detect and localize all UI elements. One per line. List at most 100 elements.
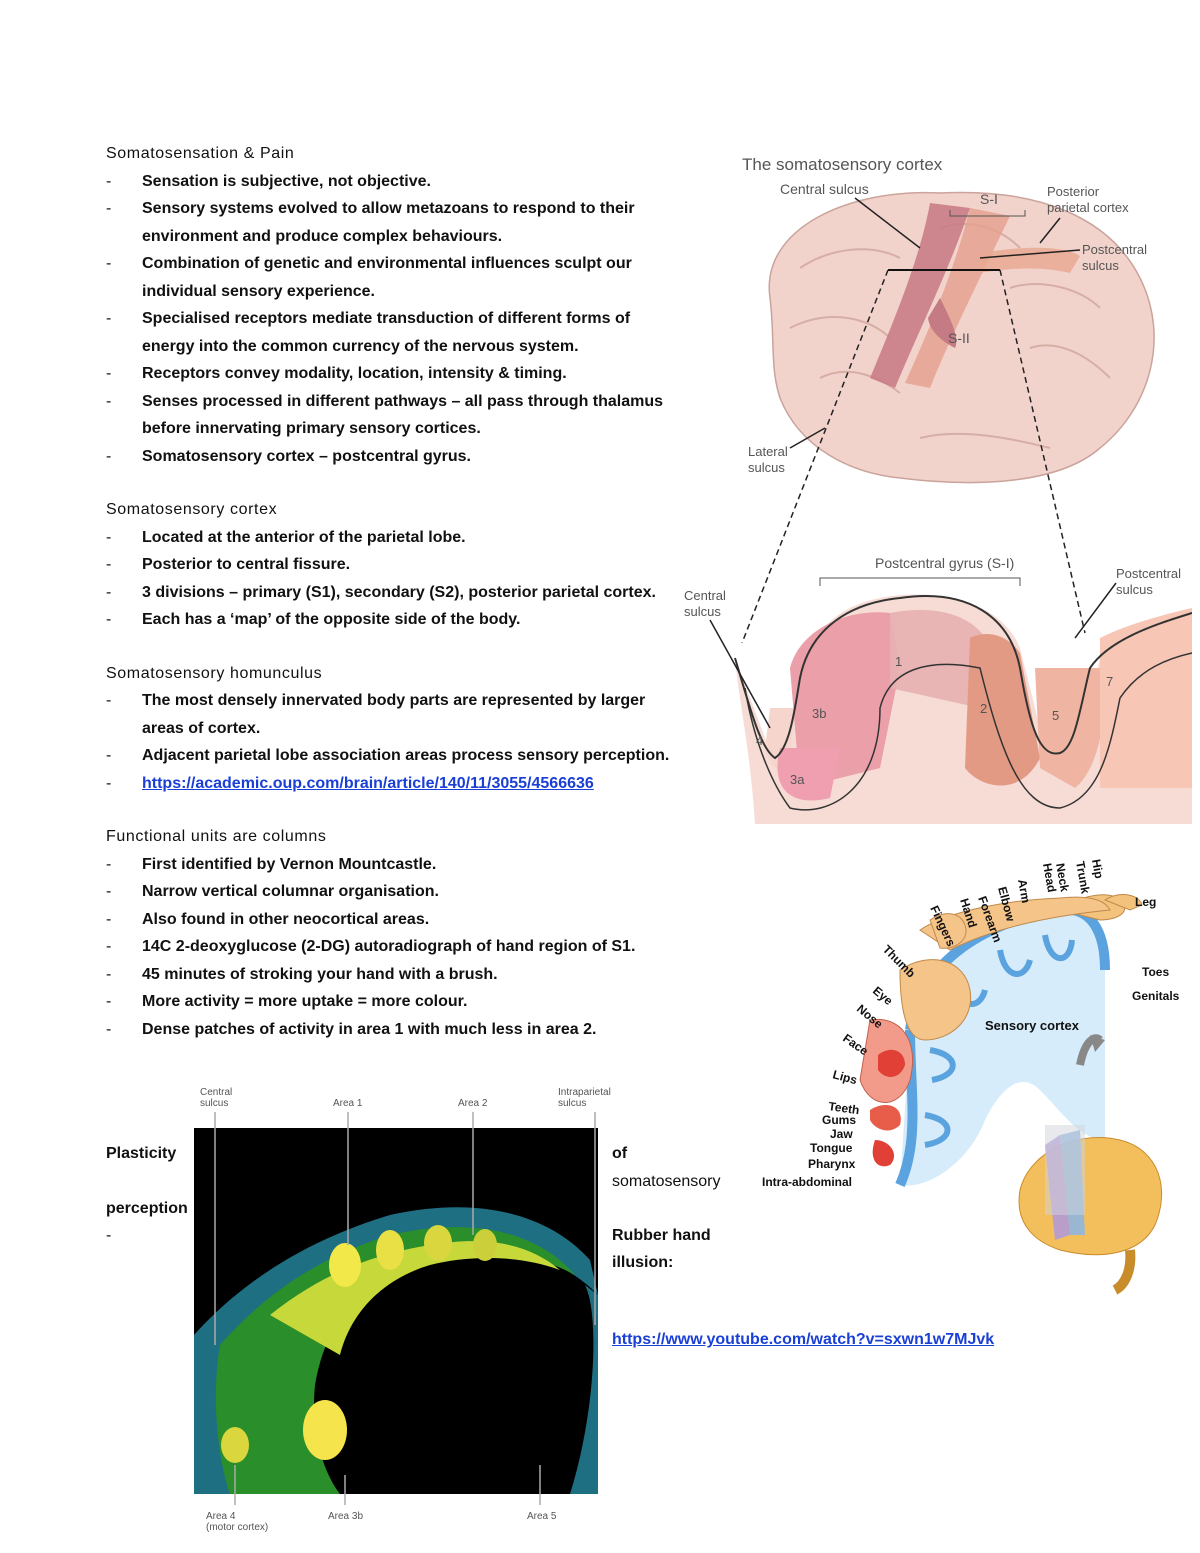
label-central-lower: Central <box>684 588 726 603</box>
article-link[interactable]: https://academic.oup.com/brain/article/1… <box>142 774 594 792</box>
label-parietal-cortex: parietal cortex <box>1047 200 1129 215</box>
bullet-item: Also found in other neocortical areas. <box>106 906 686 934</box>
bullet-item: 3 divisions – primary (S1), secondary (S… <box>106 579 686 607</box>
bullet-item: 14C 2-deoxyglucose (2-DG) autoradiograph… <box>106 933 686 961</box>
of-word: of <box>612 1145 628 1162</box>
label-lateral: Lateral <box>748 444 788 459</box>
section-heading: Somatosensation & Pain <box>106 145 295 162</box>
label-area4-ar: Area 4 <box>206 1511 236 1522</box>
bullet-item: Sensory systems evolved to allow metazoa… <box>106 195 686 250</box>
bullet-item: Posterior to central fissure. <box>106 551 686 579</box>
label-postcentral: Postcentral <box>1082 242 1147 257</box>
label-central-lower-sulcus: sulcus <box>684 604 721 619</box>
bullet-dash: - <box>106 1227 112 1244</box>
label-area2-ar: Area 2 <box>458 1098 488 1109</box>
bullet-item: Each has a ‘map’ of the opposite side of… <box>106 606 686 634</box>
homunculus-label: Thumb <box>880 942 918 980</box>
label-area5-ar: Area 5 <box>527 1511 557 1522</box>
section-heading: Somatosensory cortex <box>106 501 278 518</box>
section-heading: Somatosensory homunculus <box>106 664 323 682</box>
perception-word: perception <box>106 1200 188 1217</box>
bullet-list: Located at the anterior of the parietal … <box>106 524 686 634</box>
label-area-4: 4 <box>756 733 763 748</box>
homunculus-label: Head <box>1040 862 1059 893</box>
bullet-item: Sensation is subjective, not objective. <box>106 168 686 196</box>
homunculus-label: Gums <box>822 1113 856 1127</box>
homunculus-label: Jaw <box>830 1127 853 1141</box>
homunculus-diagram: Sensory cortex HipTrunkNeckHeadArmElbowF… <box>762 858 1180 1295</box>
section-somatosensation: Somatosensation & Pain Sensation is subj… <box>106 140 686 470</box>
bullet-item: Dense patches of activity in area 1 with… <box>106 1016 686 1044</box>
figure-title: The somatosensory cortex <box>742 155 943 174</box>
cortex-diagram: The somatosensory cortex Central sulcus … <box>684 155 1192 824</box>
bullet-item: Senses processed in different pathways –… <box>106 388 686 443</box>
label-s1: S-I <box>980 191 998 207</box>
label-s2: S-II <box>948 330 970 346</box>
section-somatosensory-cortex: Somatosensory cortex Located at the ante… <box>106 496 686 634</box>
figure-somatosensory-cortex: The somatosensory cortex Central sulcus … <box>680 148 1192 824</box>
label-posterior: Posterior <box>1047 184 1100 199</box>
label-area-5: 5 <box>1052 708 1059 723</box>
bullet-item: The most densely innervated body parts a… <box>106 687 686 742</box>
bullet-item-link: https://academic.oup.com/brain/article/1… <box>106 770 686 798</box>
label-postcentral-lower: Postcentral <box>1116 566 1181 581</box>
bullet-item: More activity = more uptake = more colou… <box>106 988 686 1016</box>
homunculus-label: Hip <box>1089 858 1106 879</box>
bullet-item: Adjacent parietal lobe association areas… <box>106 742 686 770</box>
homunculus-label: Genitals <box>1132 989 1180 1003</box>
bullet-item: Specialised receptors mediate transducti… <box>106 305 686 360</box>
homunculus-label: Arm <box>1015 878 1033 904</box>
homunculus-label: Pharynx <box>808 1157 856 1171</box>
label-intraparietal: Intraparietal <box>558 1087 611 1098</box>
homunculus-label: Intra-abdominal <box>762 1175 852 1189</box>
youtube-link-wrap: https://www.youtube.com/watch?v=sxwn1w7M… <box>612 1326 994 1353</box>
label-postcentral-lower-sulcus: sulcus <box>1116 582 1153 597</box>
homunculus-label: Teeth <box>828 1099 861 1117</box>
bullet-item: First identified by Vernon Mountcastle. <box>106 851 686 879</box>
youtube-link[interactable]: https://www.youtube.com/watch?v=sxwn1w7M… <box>612 1331 995 1348</box>
homunculus-label: Trunk <box>1073 860 1093 895</box>
label-area1-ar: Area 1 <box>333 1098 363 1109</box>
homunculus-label: Eye <box>870 984 896 1009</box>
label-area-1: 1 <box>895 654 902 669</box>
label-central: Central <box>200 1087 232 1098</box>
label-area-2: 2 <box>980 701 987 716</box>
bullet-item: Combination of genetic and environmental… <box>106 250 686 305</box>
section-columns: Functional units are columns First ident… <box>106 823 686 1043</box>
autoradiograph-image: Central sulcus Area 1 Area 2 Intrapariet… <box>190 1085 612 1535</box>
section-homunculus: Somatosensory homunculus The most densel… <box>106 660 686 798</box>
label-postcentral-gyrus: Postcentral gyrus (S-I) <box>875 555 1014 571</box>
label-sensory-cortex: Sensory cortex <box>985 1018 1080 1033</box>
bullet-item: Narrow vertical columnar organisation. <box>106 878 686 906</box>
label-area-3a: 3a <box>790 772 805 787</box>
homunculus-label: Toes <box>1142 965 1169 979</box>
label-lateral-sulcus: sulcus <box>748 460 785 475</box>
rubber-hand-text: Rubber hand <box>612 1227 711 1244</box>
section-heading: Functional units are columns <box>106 828 327 845</box>
label-central-sulcus: Central sulcus <box>780 181 869 197</box>
bullet-item: Receptors convey modality, location, int… <box>106 360 686 388</box>
label-motor-cortex: (motor cortex) <box>206 1522 268 1533</box>
homunculus-label: Leg <box>1135 895 1156 909</box>
label-intraparietal-sulcus: sulcus <box>558 1098 586 1109</box>
bullet-item: Somatosensory cortex – postcentral gyrus… <box>106 443 686 471</box>
label-area3b-ar: Area 3b <box>328 1511 363 1522</box>
homunculus-label: Tongue <box>810 1141 853 1155</box>
plasticity-word: Plasticity <box>106 1145 177 1162</box>
homunculus-label: Lips <box>831 1067 859 1087</box>
label-postcentral-sulcus: sulcus <box>1082 258 1119 273</box>
figure-autoradiograph: Central sulcus Area 1 Area 2 Intrapariet… <box>190 1085 612 1535</box>
bullet-item: Located at the anterior of the parietal … <box>106 524 686 552</box>
somatosensory-word: somatosensory <box>612 1173 721 1190</box>
bullet-list: The most densely innervated body parts a… <box>106 687 686 797</box>
label-central-sulcus-ar: sulcus <box>200 1098 228 1109</box>
notes-column: Somatosensation & Pain Sensation is subj… <box>106 140 686 1069</box>
homunculus-label: Neck <box>1053 862 1072 893</box>
label-area-3b: 3b <box>812 706 826 721</box>
illusion-text: illusion: <box>612 1254 674 1271</box>
bullet-item: 45 minutes of stroking your hand with a … <box>106 961 686 989</box>
bullet-list: Sensation is subjective, not objective. … <box>106 168 686 471</box>
bullet-list: First identified by Vernon Mountcastle. … <box>106 851 686 1044</box>
